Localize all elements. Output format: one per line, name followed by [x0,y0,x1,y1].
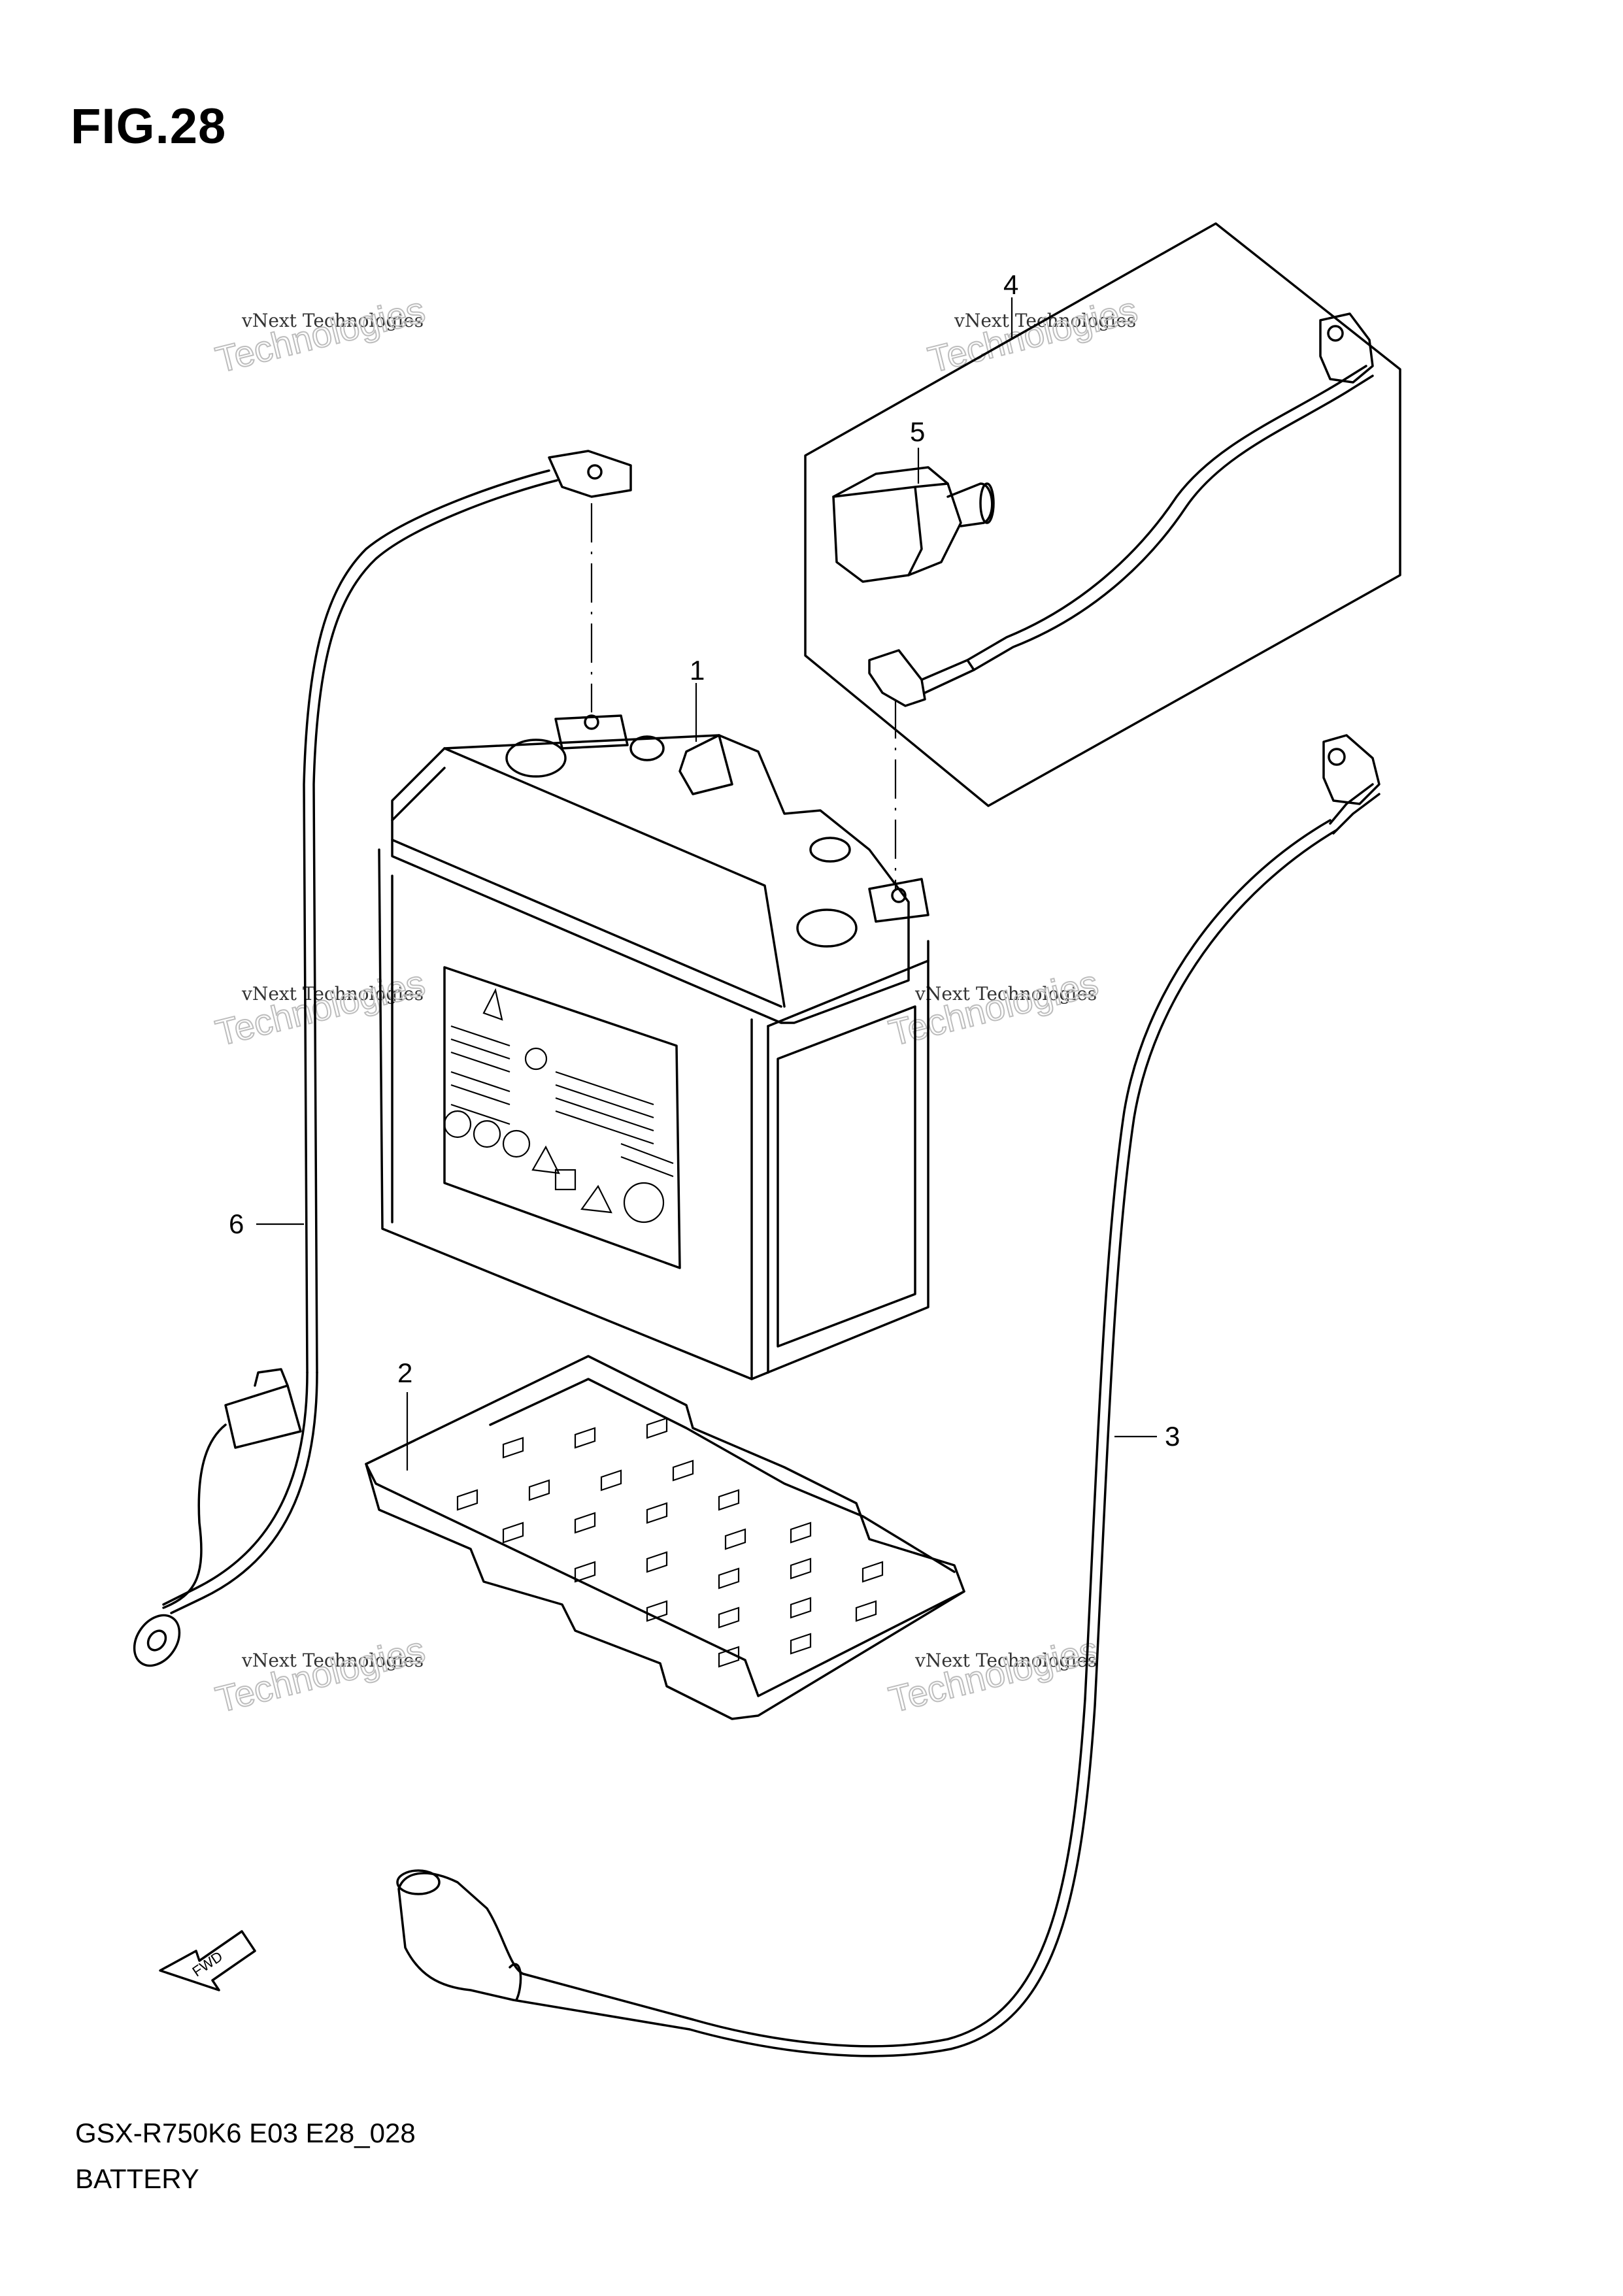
tray-slots [456,1417,884,1668]
figure-title: FIG.28 [71,99,227,154]
svg-text:vNext Technologies: vNext Technologies [914,983,1097,1005]
section-name: BATTERY [75,2163,199,2194]
watermark: vNext Technologies Technologies [884,961,1103,1054]
svg-text:Technologies: Technologies [212,1629,429,1720]
watermark-group: vNext Technologies Technologies vNext Te… [211,288,1142,1721]
svg-text:Technologies: Technologies [924,289,1141,380]
callout-2: 2 [397,1357,412,1388]
callout-6: 6 [229,1208,244,1239]
watermark: vNext Technologies Technologies [211,288,429,381]
watermark: vNext Technologies Technologies [211,1628,429,1721]
callout-4: 4 [1003,269,1018,300]
svg-text:Technologies: Technologies [885,962,1102,1054]
part-2-battery-tray [365,1355,965,1720]
callout-3: 3 [1165,1421,1180,1452]
callout-5: 5 [910,416,925,447]
watermark: vNext Technologies Technologies [884,1628,1103,1721]
svg-text:Technologies: Technologies [885,1629,1102,1720]
callout-1: 1 [690,655,705,686]
part-1-battery [378,714,929,1380]
svg-text:vNext Technologies: vNext Technologies [241,1650,424,1671]
part-5-terminal-cover [832,466,995,583]
part-3-positive-lead [396,734,1380,2057]
svg-text:vNext Technologies: vNext Technologies [914,1650,1097,1671]
watermark: vNext Technologies Technologies [924,288,1142,381]
svg-text:Technologies: Technologies [212,962,429,1054]
svg-text:vNext Technologies: vNext Technologies [241,310,424,331]
part-4-lead-assembly-box [804,222,1401,807]
part-6-lead-wire [133,450,632,1667]
model-code: GSX-R750K6 E03 E28_028 [75,2118,416,2148]
front-direction-arrow: FWD [159,1930,256,1991]
svg-text:Technologies: Technologies [212,289,429,380]
watermark: vNext Technologies Technologies [211,961,429,1054]
